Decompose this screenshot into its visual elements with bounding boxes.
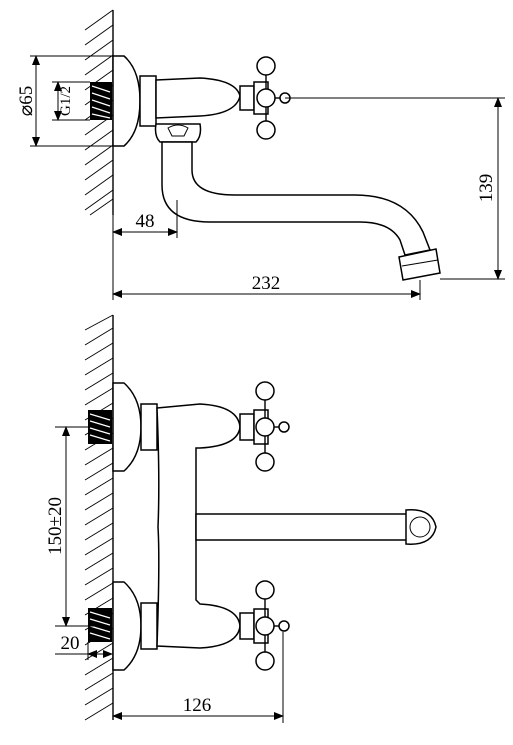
dim-thread: G1/2: [52, 81, 90, 121]
wall-flange-upper: [112, 382, 142, 472]
dim-projection: 126: [112, 632, 284, 723]
valve-body-top: [155, 77, 241, 119]
projection-label: 126: [183, 695, 212, 716]
center-distance-label: 150±20: [45, 497, 66, 555]
wall-flange-top: [112, 55, 141, 147]
eccentric-depth-label: 20: [61, 633, 80, 654]
connector-nut-upper: [140, 403, 158, 451]
total-length-label: 232: [252, 273, 281, 294]
connector-nut-lower: [140, 602, 158, 650]
dim-flange-diameter: ⌀65: [16, 55, 113, 147]
cross-handle-lower: [239, 580, 290, 671]
cross-handle-upper: [239, 381, 290, 472]
wall-hatch-bottom: [84, 314, 114, 721]
spout-pipe-top: [161, 141, 432, 256]
wall-to-spout-label: 48: [136, 211, 155, 232]
top-view: ⌀65 G1/2 48 139 232: [16, 9, 505, 300]
dim-total-length: 232: [112, 215, 421, 300]
aerator-tip: [398, 248, 441, 281]
spout-pipe-side: [195, 513, 411, 541]
spout-height-label: 139: [476, 174, 497, 203]
cross-handle-top: [239, 56, 291, 140]
thread-label: G1/2: [58, 86, 74, 116]
threaded-inlet-lower: [88, 608, 112, 642]
wall-hatch-top: [84, 9, 114, 216]
bottom-view: 150±20 20 126: [45, 314, 437, 723]
threaded-inlet-top: [90, 82, 112, 120]
dim-eccentric-depth: 20: [55, 633, 113, 660]
dim-center-distance: 150±20: [45, 426, 100, 627]
connector-nut-top: [139, 75, 157, 127]
spout-end-cap: [405, 509, 437, 545]
flange-diameter-label: ⌀65: [16, 86, 37, 116]
spout-swivel-collar: [154, 123, 202, 143]
wall-flange-lower: [112, 581, 142, 671]
dim-spout-height: 139: [440, 97, 505, 280]
dim-wall-to-spout: 48: [112, 200, 178, 238]
